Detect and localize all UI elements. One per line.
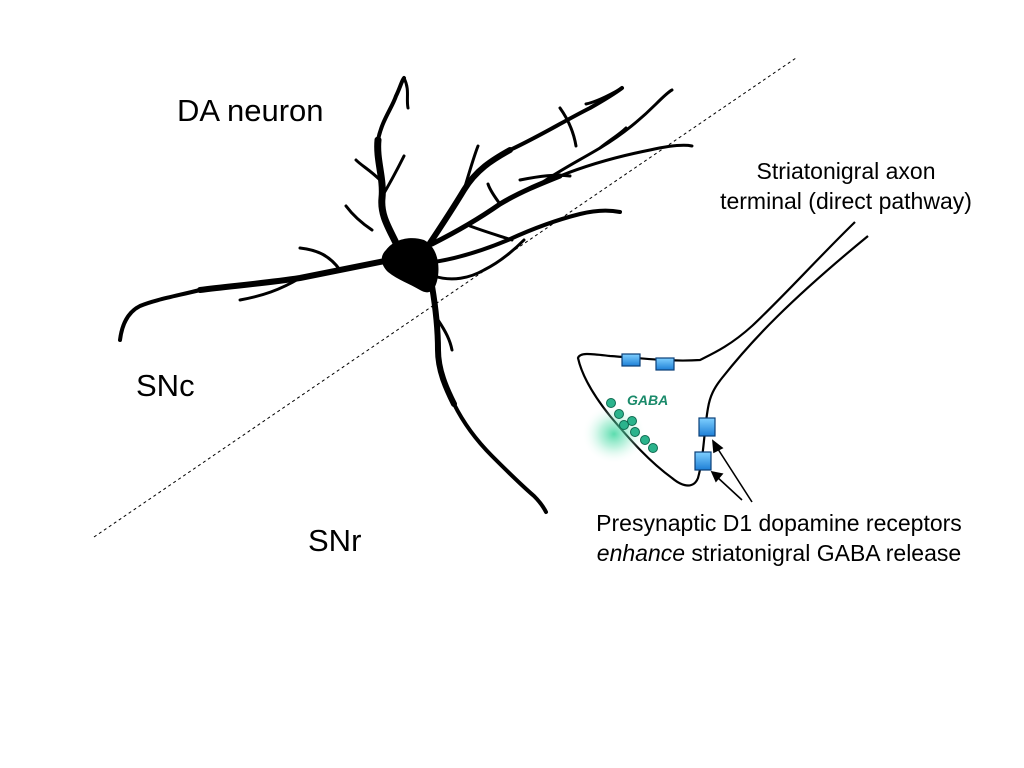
d1-caption-line1: Presynaptic D1 dopamine receptors bbox=[596, 510, 962, 536]
d1-caption-rest: striatonigral GABA release bbox=[685, 540, 962, 566]
snr-label: SNr bbox=[308, 523, 362, 558]
snc-snr-boundary-line bbox=[93, 57, 797, 538]
da-neuron-drawing bbox=[118, 76, 694, 514]
receptor-arrows bbox=[710, 439, 753, 503]
d1-caption-line2: enhance striatonigral GABA release bbox=[566, 538, 992, 568]
d1-receptor bbox=[698, 417, 716, 437]
axon-terminal-caption: Striatonigral axon terminal (direct path… bbox=[688, 156, 1004, 216]
d1-receptor-caption: Presynaptic D1 dopamine receptors enhanc… bbox=[566, 508, 992, 568]
axon-caption-line1: Striatonigral axon bbox=[756, 158, 936, 184]
da-neuron-label: DA neuron bbox=[177, 93, 324, 128]
d1-receptor bbox=[655, 357, 675, 371]
gaba-vesicles bbox=[606, 398, 658, 453]
vesicle bbox=[630, 427, 640, 437]
vesicle bbox=[627, 416, 637, 426]
gaba-label: GABA bbox=[627, 392, 668, 408]
d1-caption-emphasis: enhance bbox=[596, 540, 686, 566]
d1-receptors bbox=[621, 353, 716, 471]
d1-receptor bbox=[694, 451, 712, 471]
snc-label: SNc bbox=[136, 368, 195, 403]
vesicle bbox=[619, 420, 629, 430]
vesicle bbox=[648, 443, 658, 453]
vesicle bbox=[606, 398, 616, 408]
vesicle bbox=[614, 409, 624, 419]
neuron-soma bbox=[381, 238, 439, 293]
vesicle bbox=[640, 435, 650, 445]
d1-receptor bbox=[621, 353, 641, 367]
axon-caption-line2: terminal (direct pathway) bbox=[720, 188, 972, 214]
